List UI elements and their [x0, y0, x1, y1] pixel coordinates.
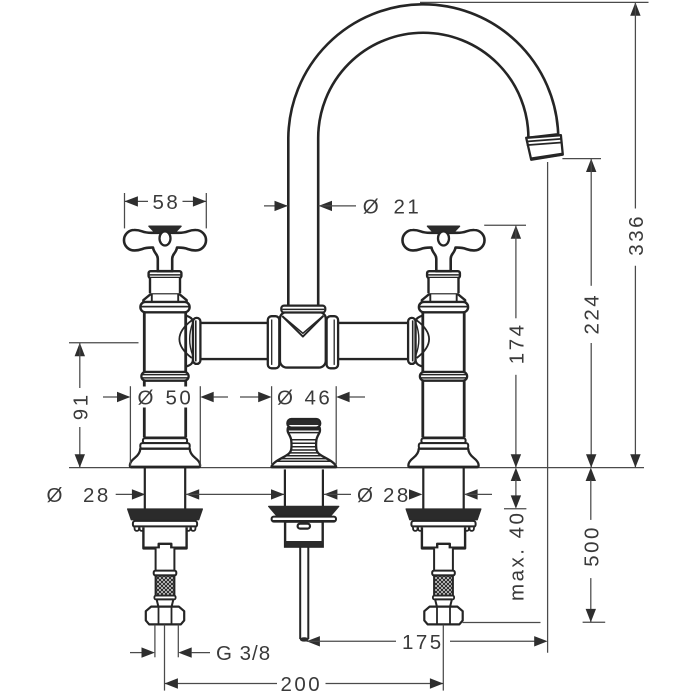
svg-text:336: 336 [625, 214, 648, 256]
svg-text:46: 46 [305, 387, 333, 410]
svg-text:Ø: Ø [363, 195, 379, 218]
svg-text:174: 174 [505, 322, 528, 364]
svg-text:28: 28 [83, 484, 111, 507]
svg-text:224: 224 [581, 293, 604, 335]
svg-text:Ø: Ø [47, 484, 63, 507]
svg-text:max. 40: max. 40 [505, 511, 528, 601]
svg-text:500: 500 [580, 525, 603, 567]
svg-text:21: 21 [394, 195, 422, 218]
svg-text:200: 200 [281, 673, 323, 696]
svg-text:G 3/8: G 3/8 [216, 642, 271, 665]
svg-text:58: 58 [153, 191, 181, 214]
svg-text:28: 28 [383, 484, 411, 507]
svg-text:175: 175 [402, 631, 444, 654]
svg-text:Ø: Ø [357, 484, 373, 507]
svg-text:50: 50 [166, 387, 194, 410]
svg-text:91: 91 [69, 392, 92, 420]
svg-text:Ø: Ø [277, 387, 293, 410]
svg-text:Ø: Ø [138, 387, 154, 410]
